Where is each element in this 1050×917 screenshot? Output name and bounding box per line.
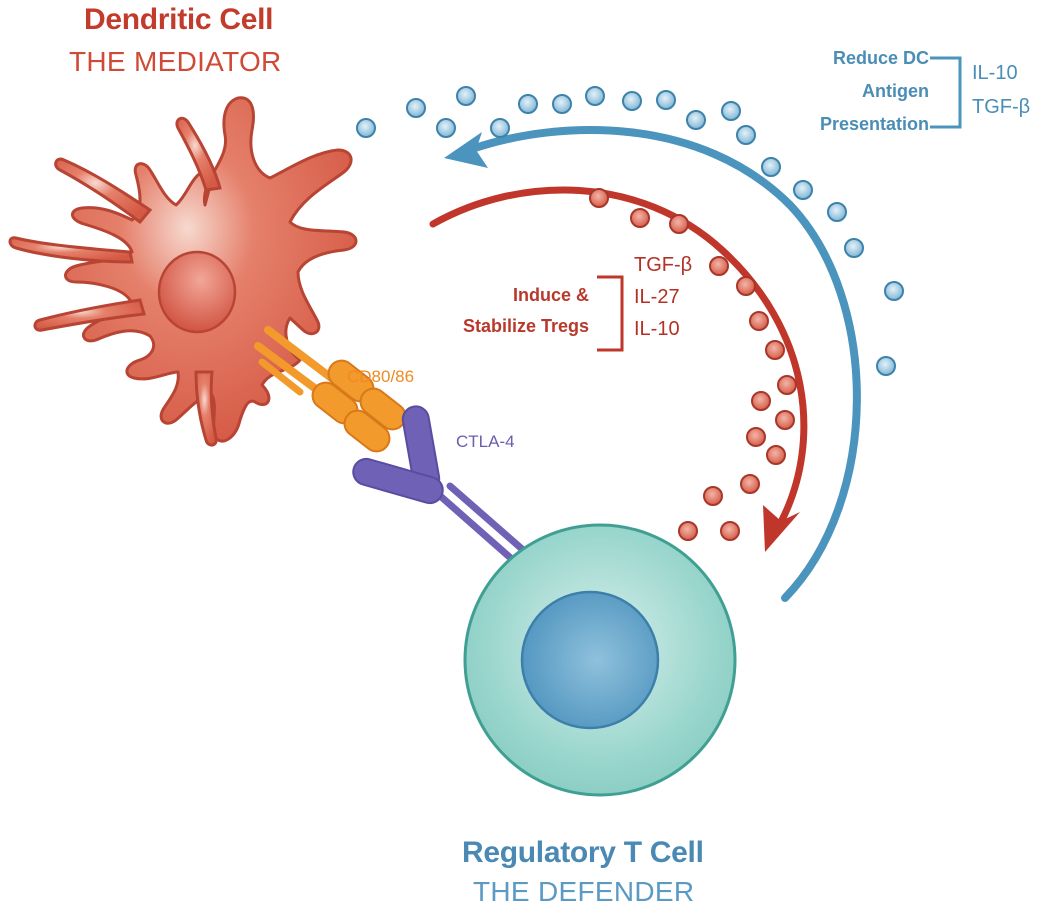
red-cytokine-il27: IL-27: [634, 286, 680, 308]
blue-cytokine-dot: [884, 281, 904, 301]
red-feedback-arrow: [429, 186, 808, 552]
dendritic-cell-title: Dendritic Cell: [84, 3, 274, 36]
dendritic-nucleus: [157, 250, 237, 334]
red-arrow-arc: [429, 186, 808, 524]
ctla4-arm: [352, 457, 444, 505]
blue-cytokine-dot: [356, 118, 376, 138]
blue-effect-line-3: Presentation: [819, 114, 929, 134]
blue-cytokine-dot: [456, 86, 476, 106]
blue-cytokine-dot: [686, 110, 706, 130]
red-cytokine-dot: [740, 474, 760, 494]
blue-arrow-head: [444, 132, 488, 168]
treg-cell-title: Regulatory T Cell: [462, 836, 704, 869]
red-cytokine-dot: [720, 521, 740, 541]
blue-cytokine-dot: [876, 356, 896, 376]
red-cytokine-dot: [709, 256, 729, 276]
red-cytokine-dot: [589, 188, 609, 208]
blue-cytokine-dot: [793, 180, 813, 200]
blue-cytokine-dot: [518, 94, 538, 114]
blue-cytokine-dot: [827, 202, 847, 222]
blue-effect-line-1: Reduce DC: [832, 48, 929, 68]
ctla4-stalk: [434, 490, 526, 572]
red-cytokine-dot: [630, 208, 650, 228]
blue-cytokine-dot: [844, 238, 864, 258]
blue-cytokine-dot: [656, 90, 676, 110]
red-cytokine-dot: [703, 486, 723, 506]
red-effect-line-2: Stabilize Tregs: [462, 316, 589, 336]
blue-effect-line-2: Antigen: [862, 81, 929, 101]
blue-cytokine-dot: [736, 125, 756, 145]
ctla4-label: CTLA-4: [456, 432, 515, 451]
red-cytokine-dots: [589, 188, 797, 541]
red-cytokine-dot: [775, 410, 795, 430]
ctla4-stalk: [446, 482, 534, 560]
blue-cytokine-il10: IL-10: [972, 62, 1018, 84]
blue-cytokine-dot: [622, 91, 642, 111]
blue-cytokine-dot: [585, 86, 605, 106]
cd80-domain: [343, 409, 391, 453]
t-cell-nucleus: [520, 590, 660, 730]
red-cytokine-dot: [749, 311, 769, 331]
red-arrow-head: [763, 505, 800, 552]
red-bracket: [597, 275, 624, 352]
blue-cytokine-tgfb: TGF-β: [972, 96, 1031, 118]
blue-cytokine-dot: [406, 98, 426, 118]
blue-cytokine-dot: [761, 157, 781, 177]
red-cytokine-dot: [669, 214, 689, 234]
cd80-stalk: [264, 326, 338, 384]
blue-bracket: [930, 56, 962, 129]
blue-cytokine-dot: [490, 118, 510, 138]
dendritic-branch-bottom: [194, 370, 218, 447]
blue-cytokine-dot: [552, 94, 572, 114]
red-cytokine-tgfb: TGF-β: [634, 254, 693, 276]
cd80-stalk: [258, 358, 304, 396]
red-cytokine-il10: IL-10: [634, 318, 680, 340]
blue-cytokine-dot: [721, 101, 741, 121]
cd80-86-label: CD80/86: [347, 367, 415, 386]
red-cytokine-dot: [765, 340, 785, 360]
dendritic-branch-bottom-left: [33, 298, 146, 332]
dendritic-branch-left: [8, 236, 134, 264]
red-effect-line-1: Induce &: [512, 285, 589, 305]
blue-arrow-arc: [471, 126, 861, 602]
red-cytokine-dot: [766, 445, 786, 465]
dendritic-cell-subtitle: THE MEDIATOR: [69, 46, 282, 77]
ctla4-receptor: [352, 405, 534, 572]
red-cytokine-dot: [751, 391, 771, 411]
red-cytokine-dot: [777, 375, 797, 395]
regulatory-t-cell: [463, 523, 737, 797]
blue-cytokine-dots: [356, 86, 904, 376]
cd80-86-receptor: [254, 326, 407, 453]
blue-feedback-arrow: [444, 126, 861, 602]
blue-cytokine-dot: [436, 118, 456, 138]
red-cytokine-dot: [678, 521, 698, 541]
dendritic-branch-top: [175, 116, 222, 192]
red-cytokine-dot: [746, 427, 766, 447]
dendritic-cell: [8, 96, 358, 447]
treg-cell-subtitle: THE DEFENDER: [473, 876, 695, 907]
dendritic-branch-upper-left: [54, 157, 153, 225]
red-cytokine-dot: [736, 276, 756, 296]
